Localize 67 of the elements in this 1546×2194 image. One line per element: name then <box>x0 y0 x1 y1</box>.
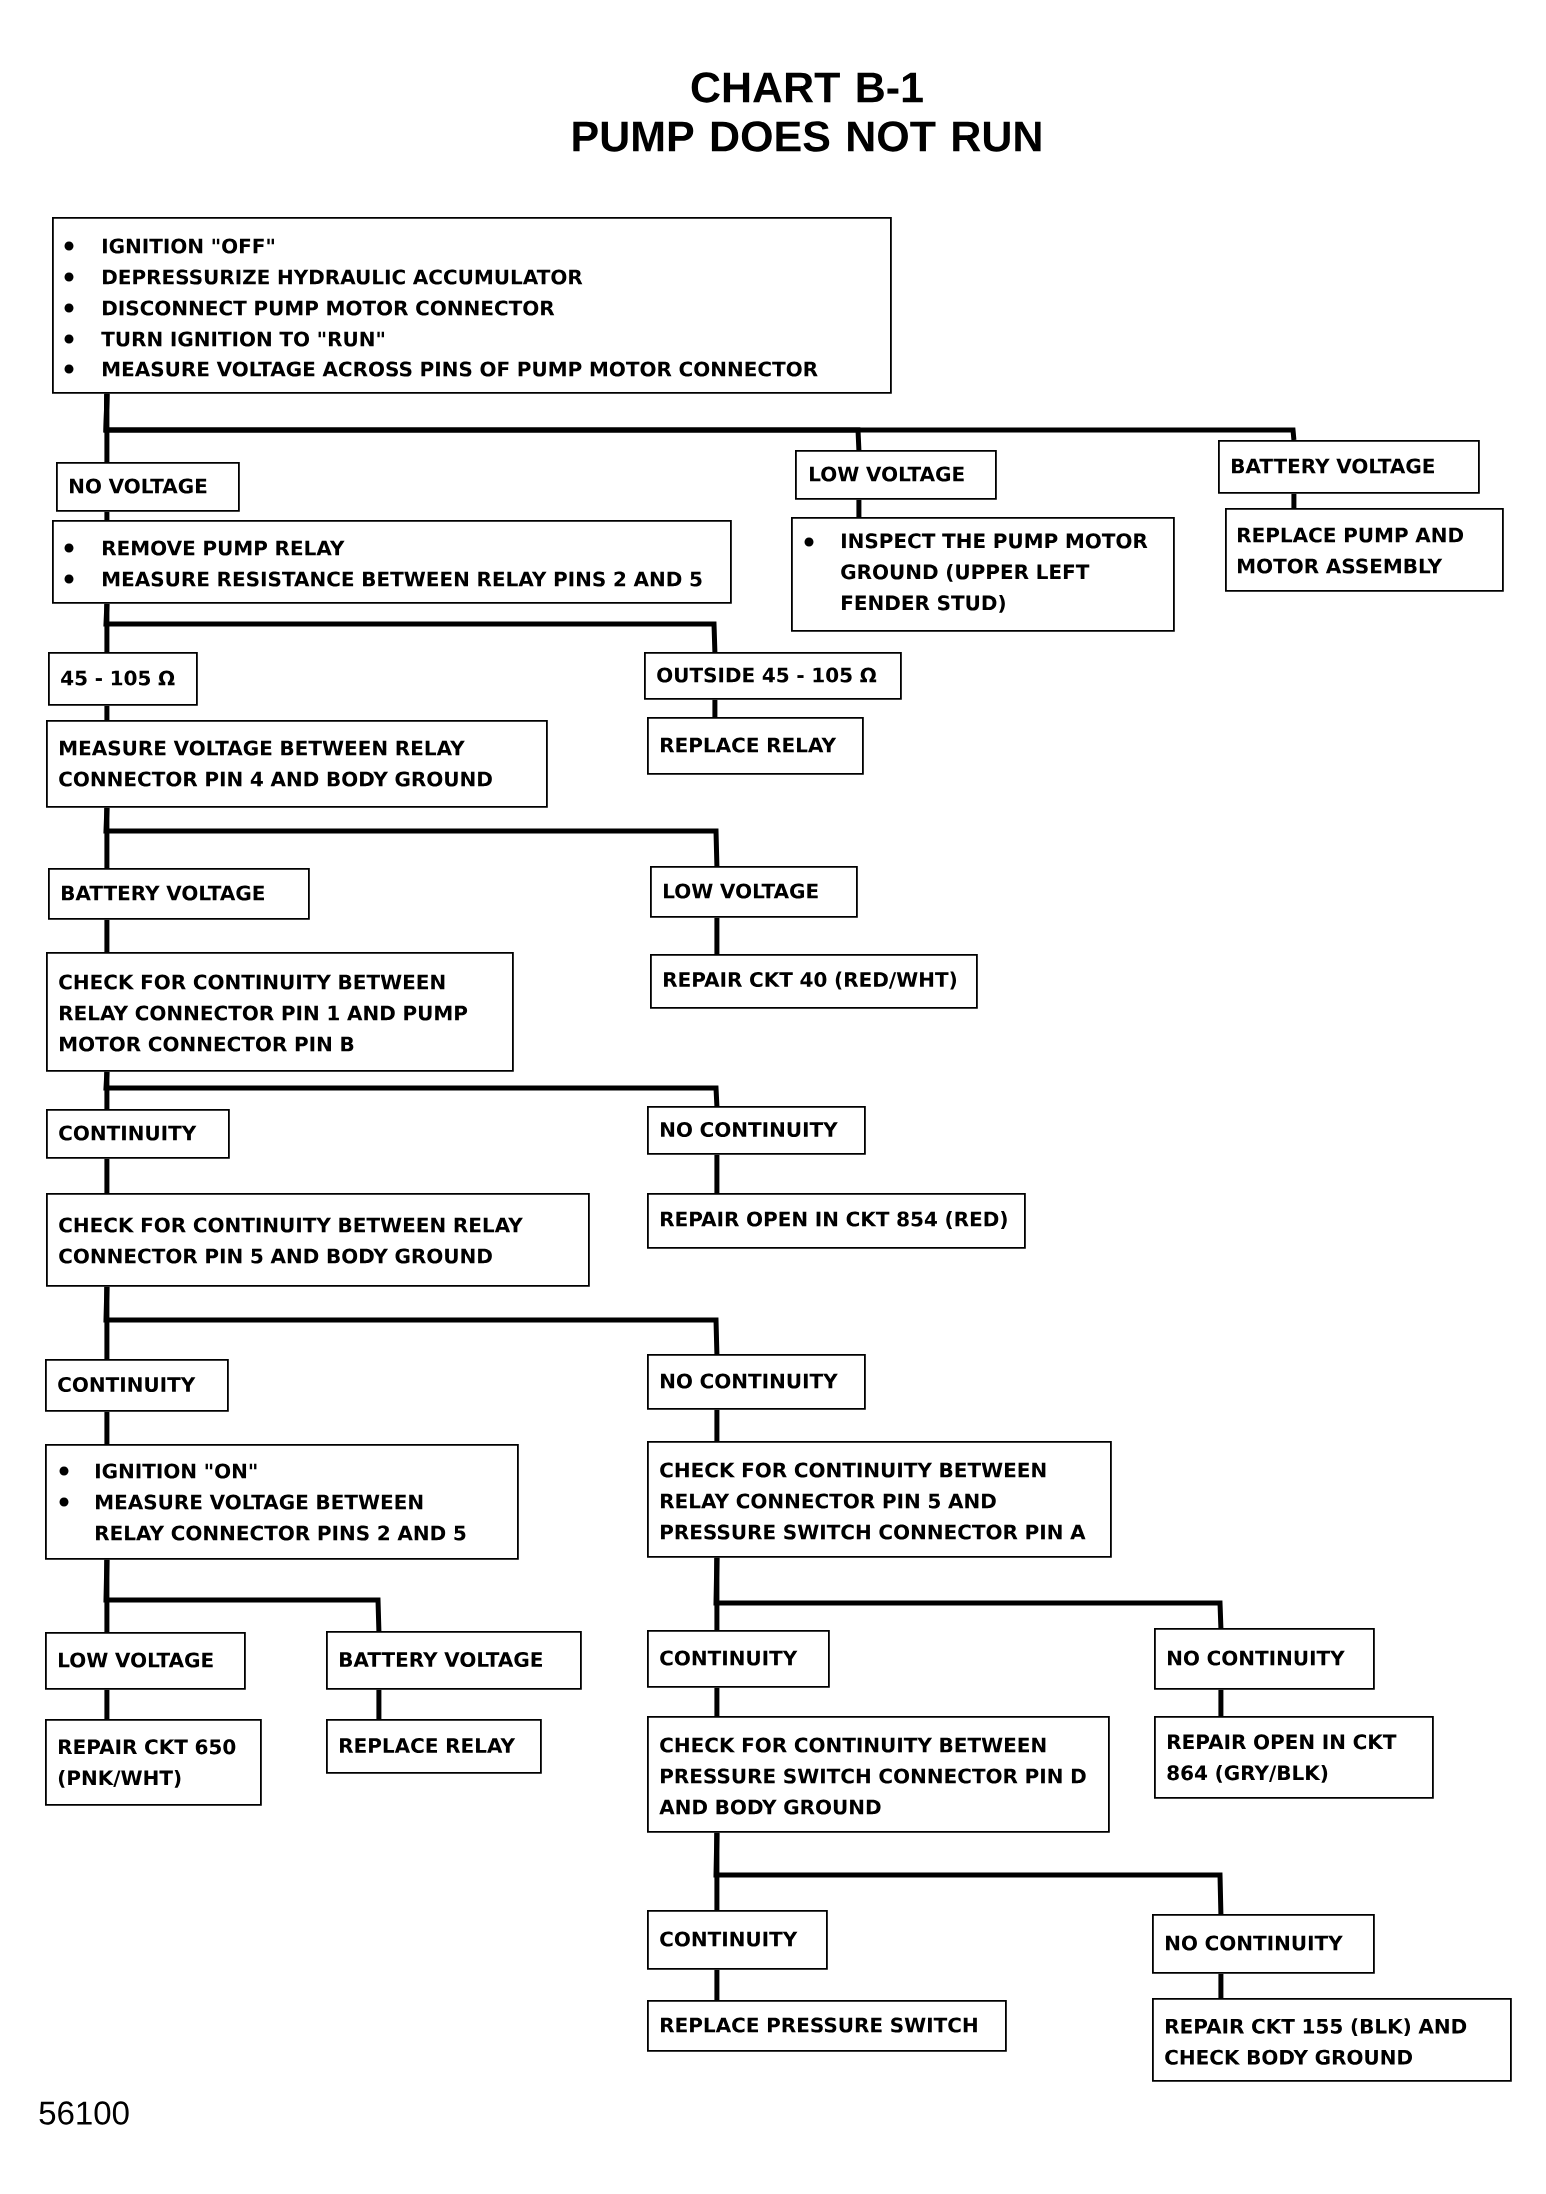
connector-line <box>714 1969 720 2000</box>
condition-box: NO VOLTAGE <box>56 462 240 512</box>
instruction-box: INSPECT THE PUMP MOTOR GROUND (UPPER LEFT FENDER STUD) <box>791 517 1175 632</box>
connector-line <box>713 1832 1224 1915</box>
node-label: DEPRESSURIZE HYDRAULIC ACCUMULATOR <box>103 269 583 285</box>
instruction-box: REPAIR OPEN IN CKT 854 (RED) <box>647 1193 1026 1249</box>
instruction-box: CHECK FOR CONTINUITY BETWEEN RELAY CONNECTOR PIN 1 AND PUMP MOTOR CONNECTOR PIN B <box>46 952 514 1072</box>
condition-box: NO CONTINUITY <box>647 1354 866 1410</box>
connector-line <box>1291 493 1297 508</box>
condition-box: LOW VOLTAGE <box>650 866 858 918</box>
connector-line <box>376 1689 382 1719</box>
condition-box: NO CONTINUITY <box>1152 1914 1375 1974</box>
condition-box: NO CONTINUITY <box>647 1106 866 1155</box>
connector-line <box>856 499 862 517</box>
connector-line <box>1218 1689 1224 1716</box>
node-label: TURN IGNITION TO "RUN" <box>101 331 385 347</box>
instruction-box: IGNITION "ON" MEASURE VOLTAGE BETWEEN RELAY CONNECTOR PINS 2 AND 5 <box>45 1444 519 1560</box>
connector-line <box>104 705 110 720</box>
instruction-box: IGNITION "OFF" DEPRESSURIZE HYDRAULIC ACCUMULATOR DISCONNECT PUMP MOTOR CONNECTOR TURN IGNITION TO "RUN" MEASURE VOLTAGE ACROSS PINS OF PUMP MOTOR CONNECTOR <box>52 217 892 394</box>
connector-line <box>713 1557 1224 1629</box>
instruction-box: REPLACE RELAY <box>326 1719 542 1774</box>
connector-line <box>103 1559 382 1632</box>
condition-box: BATTERY VOLTAGE <box>326 1631 582 1690</box>
connector-line <box>103 1071 720 1107</box>
condition-box: BATTERY VOLTAGE <box>1218 440 1480 494</box>
connector-line <box>714 1154 720 1193</box>
condition-box: LOW VOLTAGE <box>45 1632 246 1690</box>
connector-line <box>103 1286 720 1355</box>
instruction-box: REPAIR CKT 650 (PNK/WHT) <box>45 1719 262 1806</box>
condition-box: NO CONTINUITY <box>1154 1628 1375 1690</box>
instruction-box: MEASURE VOLTAGE BETWEEN RELAY CONNECTOR PIN 4 AND BODY GROUND <box>46 720 548 808</box>
condition-box: CONTINUITY <box>46 1109 230 1159</box>
connector-line <box>104 511 110 520</box>
instruction-box: REPAIR OPEN IN CKT 864 (GRY/BLK) <box>1154 1716 1434 1799</box>
instruction-box: REPAIR CKT 40 (RED/WHT) <box>650 954 978 1009</box>
connector-line <box>104 1689 110 1719</box>
connector-line <box>714 917 720 954</box>
connector-line <box>103 393 1297 441</box>
condition-box: CONTINUITY <box>647 1630 830 1688</box>
instruction-box: CHECK FOR CONTINUITY BETWEEN RELAY CONNECTOR PIN 5 AND BODY GROUND <box>46 1193 590 1287</box>
condition-box: LOW VOLTAGE <box>795 450 997 500</box>
connector-line <box>104 1411 110 1444</box>
connector-line <box>104 1158 110 1193</box>
connector-line <box>712 699 718 717</box>
connector-line <box>104 919 110 952</box>
connector-line <box>1218 1973 1224 1998</box>
instruction-box: REMOVE PUMP RELAY MEASURE RESISTANCE BETWEEN RELAY PINS 2 AND 5 <box>52 520 732 604</box>
connector-line <box>714 1409 720 1441</box>
instruction-box: REPAIR CKT 155 (BLK) AND CHECK BODY GROUND <box>1152 1998 1512 2082</box>
instruction-box: REPLACE PUMP AND MOTOR ASSEMBLY <box>1225 508 1504 592</box>
node-label: IGNITION "OFF" <box>103 238 274 254</box>
connector-line <box>103 807 720 867</box>
connector-line <box>103 603 718 653</box>
condition-box: BATTERY VOLTAGE <box>48 868 310 920</box>
connector-line <box>714 1687 720 1716</box>
node-label: MEASURE VOLTAGE ACROSS PINS OF PUMP MOTOR CONNECTOR <box>103 361 818 377</box>
condition-box: OUTSIDE 45 - 105 Ω <box>644 652 902 700</box>
instruction-box: REPLACE PRESSURE SWITCH <box>647 2000 1007 2052</box>
instruction-box: CHECK FOR CONTINUITY BETWEEN RELAY CONNECTOR PIN 5 AND PRESSURE SWITCH CONNECTOR PIN A <box>647 1441 1112 1558</box>
condition-box: 45 - 105 Ω <box>48 652 198 706</box>
instruction-box: REPLACE RELAY <box>647 717 864 775</box>
condition-box: CONTINUITY <box>45 1359 229 1412</box>
title: CHART B-1 PUMP DOES NOT RUN <box>573 72 1041 152</box>
node-label: DISCONNECT PUMP MOTOR CONNECTOR <box>103 300 555 316</box>
figure-number: 56100 <box>39 2101 129 2125</box>
condition-box: CONTINUITY <box>647 1910 828 1970</box>
instruction-box: CHECK FOR CONTINUITY BETWEEN PRESSURE SWITCH CONNECTOR PIN D AND BODY GROUND <box>647 1716 1110 1833</box>
